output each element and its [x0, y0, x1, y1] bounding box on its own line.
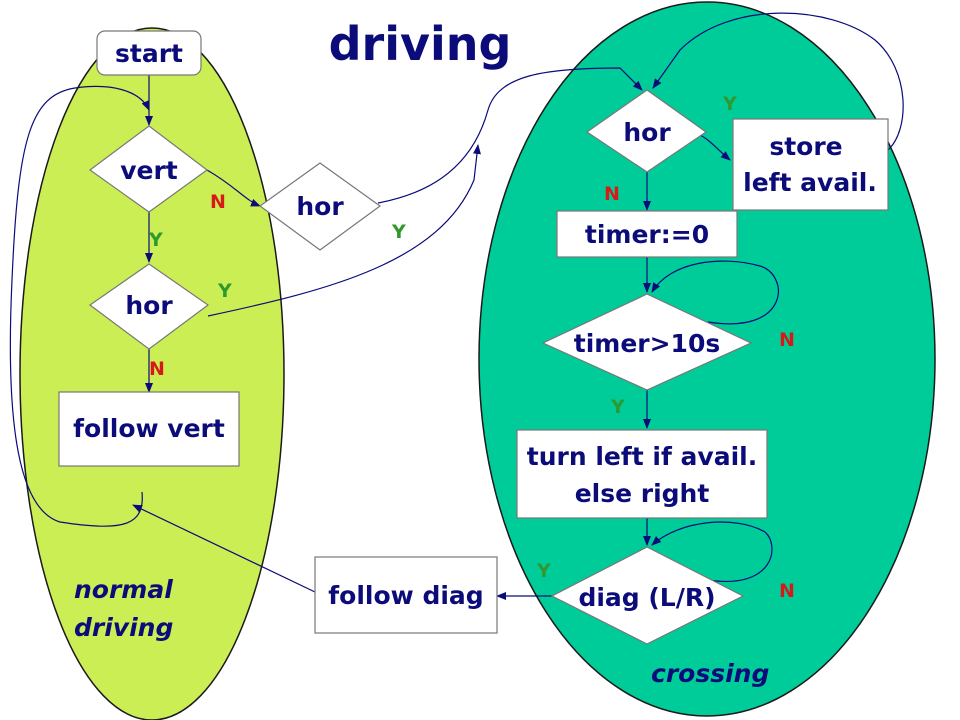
hor-middle-yes-label: Y: [391, 221, 406, 243]
turn-left-box[interactable]: turn left if avail. else right: [516, 429, 768, 519]
hor-left-no-label: N: [149, 358, 165, 380]
svg-text:store: store: [769, 132, 842, 161]
normal-driving-region: [19, 27, 285, 720]
hor-decision-crossing[interactable]: hor: [585, 89, 708, 173]
hor-decision-middle[interactable]: hor: [258, 162, 382, 251]
edge-vert-hor-middle: [206, 169, 261, 207]
svg-text:follow vert: follow vert: [73, 414, 225, 443]
edge-store-loop: [652, 12, 904, 151]
svg-text:left avail.: left avail.: [743, 168, 877, 197]
timer-check-decision[interactable]: timer>10s: [541, 293, 753, 391]
svg-text:follow diag: follow diag: [328, 581, 483, 610]
diagram-title: driving: [329, 17, 512, 71]
follow-diag-box[interactable]: follow diag: [314, 556, 498, 634]
normal-region-label-line2: driving: [74, 613, 173, 642]
edge-hor-middle-to-crossing: [377, 67, 643, 204]
diag-no-label: N: [779, 580, 795, 602]
svg-text:else right: else right: [575, 479, 710, 508]
svg-text:diag (L/R): diag (L/R): [578, 583, 715, 612]
hor-crossing-no-label: N: [604, 183, 620, 205]
hor-left-yes-label: Y: [217, 280, 232, 302]
timer-reset-box[interactable]: timer:=0: [556, 210, 738, 258]
timer-yes-label: Y: [610, 396, 625, 418]
svg-text:vert: vert: [120, 156, 178, 185]
diag-decision[interactable]: diag (L/R): [550, 546, 745, 645]
svg-text:start: start: [115, 39, 183, 68]
vert-yes-label: Y: [148, 229, 163, 251]
start-node[interactable]: start: [96, 30, 202, 76]
vert-decision[interactable]: vert: [88, 125, 209, 213]
svg-text:hor: hor: [125, 291, 173, 320]
svg-text:hor: hor: [623, 118, 671, 147]
hor-decision-normal[interactable]: hor: [88, 263, 210, 350]
edge-diag-loop: [651, 521, 773, 583]
edge-hor-store: [699, 134, 731, 161]
follow-vert-box[interactable]: follow vert: [58, 391, 240, 467]
svg-text:turn left if avail.: turn left if avail.: [527, 442, 757, 471]
hor-crossing-yes-label: Y: [722, 93, 737, 115]
edge-follow-diag-to-normal: [132, 504, 316, 593]
svg-text:timer:=0: timer:=0: [585, 220, 709, 249]
timer-no-label: N: [779, 329, 795, 351]
diag-yes-label: Y: [536, 560, 551, 582]
crossing-region-label: crossing: [651, 659, 769, 688]
svg-text:timer>10s: timer>10s: [574, 329, 720, 358]
store-left-box[interactable]: store left avail.: [732, 118, 889, 211]
svg-text:hor: hor: [296, 192, 344, 221]
vert-no-label: N: [210, 191, 226, 213]
normal-region-label-line1: normal: [74, 575, 173, 604]
edge-timer-loop: [651, 260, 779, 325]
edge-loop-to-vert: [9, 85, 150, 527]
edge-hor-left-to-crossing: [207, 144, 481, 317]
